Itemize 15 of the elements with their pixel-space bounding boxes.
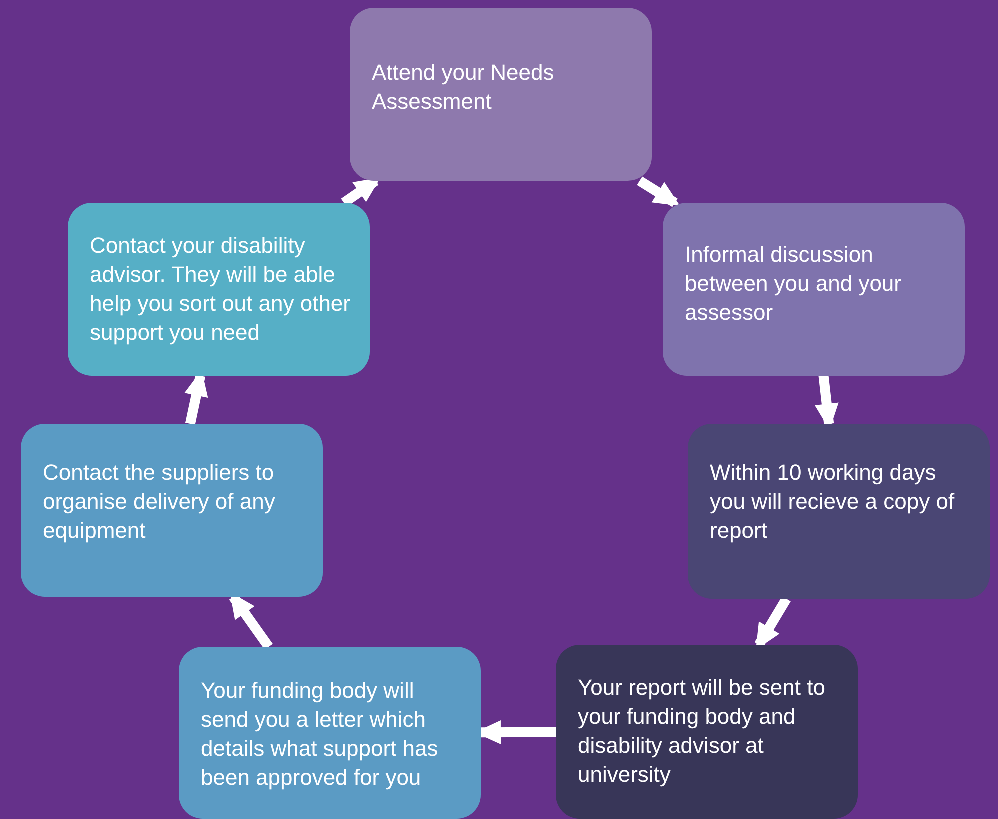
step-text: Within 10 working days you will recieve a copy of report	[710, 459, 956, 545]
step-box	[350, 8, 652, 181]
step-box	[21, 424, 323, 597]
step-box	[663, 203, 965, 376]
step-text: Your report will be sent to your funding body and disability advisor at university	[578, 674, 826, 789]
step-text: Informal discussion between you and your assessor	[685, 241, 902, 327]
arrow	[637, 176, 680, 208]
step-box	[179, 647, 481, 819]
step-box	[68, 203, 370, 376]
step-box	[556, 645, 858, 819]
step-box	[688, 424, 990, 599]
step-text: Attend your Needs Assessment	[372, 59, 556, 116]
step-text: Contact the suppliers to organise delivery of any equipment	[43, 459, 276, 545]
step-text: Your funding body will send you a letter which details what support has been approved for you	[201, 677, 440, 792]
step-text: Contact your disability advisor. They will be able help you sort out any other support you need	[90, 232, 352, 347]
